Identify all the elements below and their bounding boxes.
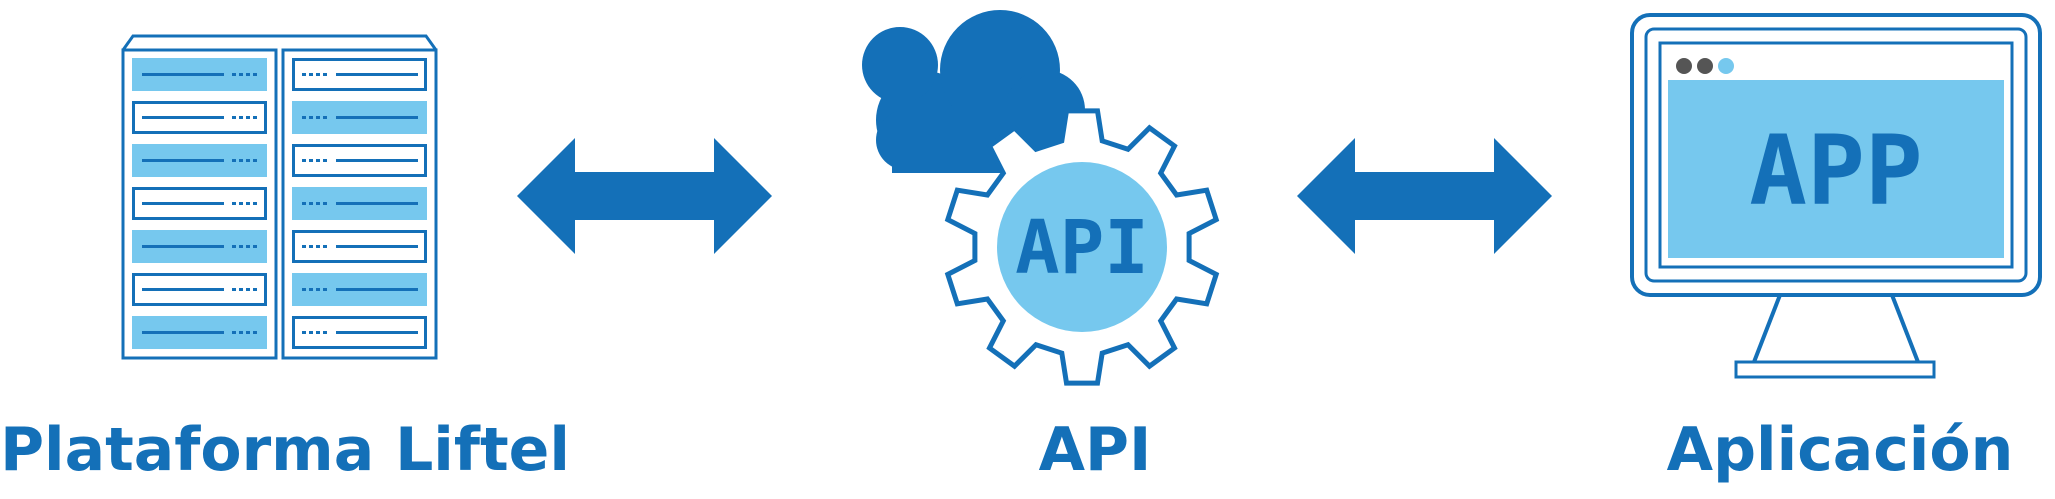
rack-left-column: [132, 58, 267, 349]
app-screen-text: APP: [1749, 115, 1922, 227]
drive-slot: [132, 144, 267, 177]
drive-slot: [132, 316, 267, 349]
drive-slot: [132, 101, 267, 134]
drive-slot: [292, 144, 427, 177]
monitor-icon: [1630, 13, 2042, 379]
drive-slot: [132, 230, 267, 263]
app-label: Aplicación: [1666, 415, 2014, 485]
drive-slot: [132, 273, 267, 306]
cloud-gear-icon: [862, 10, 1220, 386]
monitor-stand: [1734, 294, 1936, 379]
api-badge-circle: [997, 162, 1167, 332]
window-dot-icon: [1718, 58, 1734, 74]
rack-right-column: [292, 58, 427, 349]
drive-slot: [292, 316, 427, 349]
platform-label: Plataforma Liftel: [0, 415, 570, 485]
drive-slot: [292, 187, 427, 220]
bidirectional-arrow-left: [517, 138, 772, 254]
drive-slot: [292, 230, 427, 263]
api-badge-text: API: [1015, 205, 1149, 291]
api-label: API: [1038, 415, 1152, 485]
drive-slot: [132, 187, 267, 220]
bidirectional-arrow-right: [1297, 138, 1552, 254]
drive-slot: [132, 58, 267, 91]
window-dot-icon: [1676, 58, 1692, 74]
monitor-screen: [1668, 80, 2004, 258]
window-dot-icon: [1697, 58, 1713, 74]
drive-slot: [292, 58, 427, 91]
drive-slot: [292, 273, 427, 306]
server-rack-icon: [121, 34, 438, 360]
drive-slot: [292, 101, 427, 134]
